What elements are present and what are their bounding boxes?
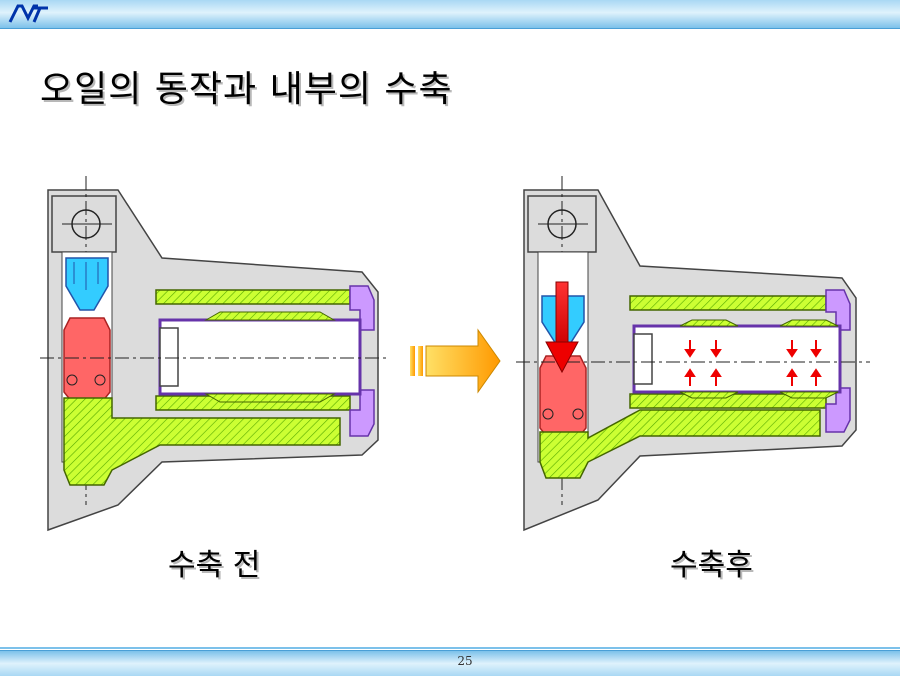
inner-tube	[158, 318, 362, 396]
top-header-band	[0, 0, 900, 29]
hatched-sleeve	[63, 397, 341, 486]
right-arrow-icon	[410, 328, 501, 394]
pressure-arrows	[684, 340, 822, 386]
piston-red	[63, 317, 111, 403]
footer-rule	[0, 647, 900, 649]
red-arrow-icon	[545, 281, 579, 374]
slide-title: 오일의 동작과 내부의 수축	[40, 69, 453, 110]
bottom-footer-band	[0, 650, 900, 676]
diagram-after	[516, 176, 870, 532]
caption-before: 수축 전	[168, 548, 261, 583]
diagram-before	[40, 176, 390, 532]
nt-logo	[8, 4, 48, 23]
seal-ring	[349, 285, 375, 331]
page-number: 25	[457, 654, 473, 668]
caption-after: 수축후	[670, 548, 753, 583]
